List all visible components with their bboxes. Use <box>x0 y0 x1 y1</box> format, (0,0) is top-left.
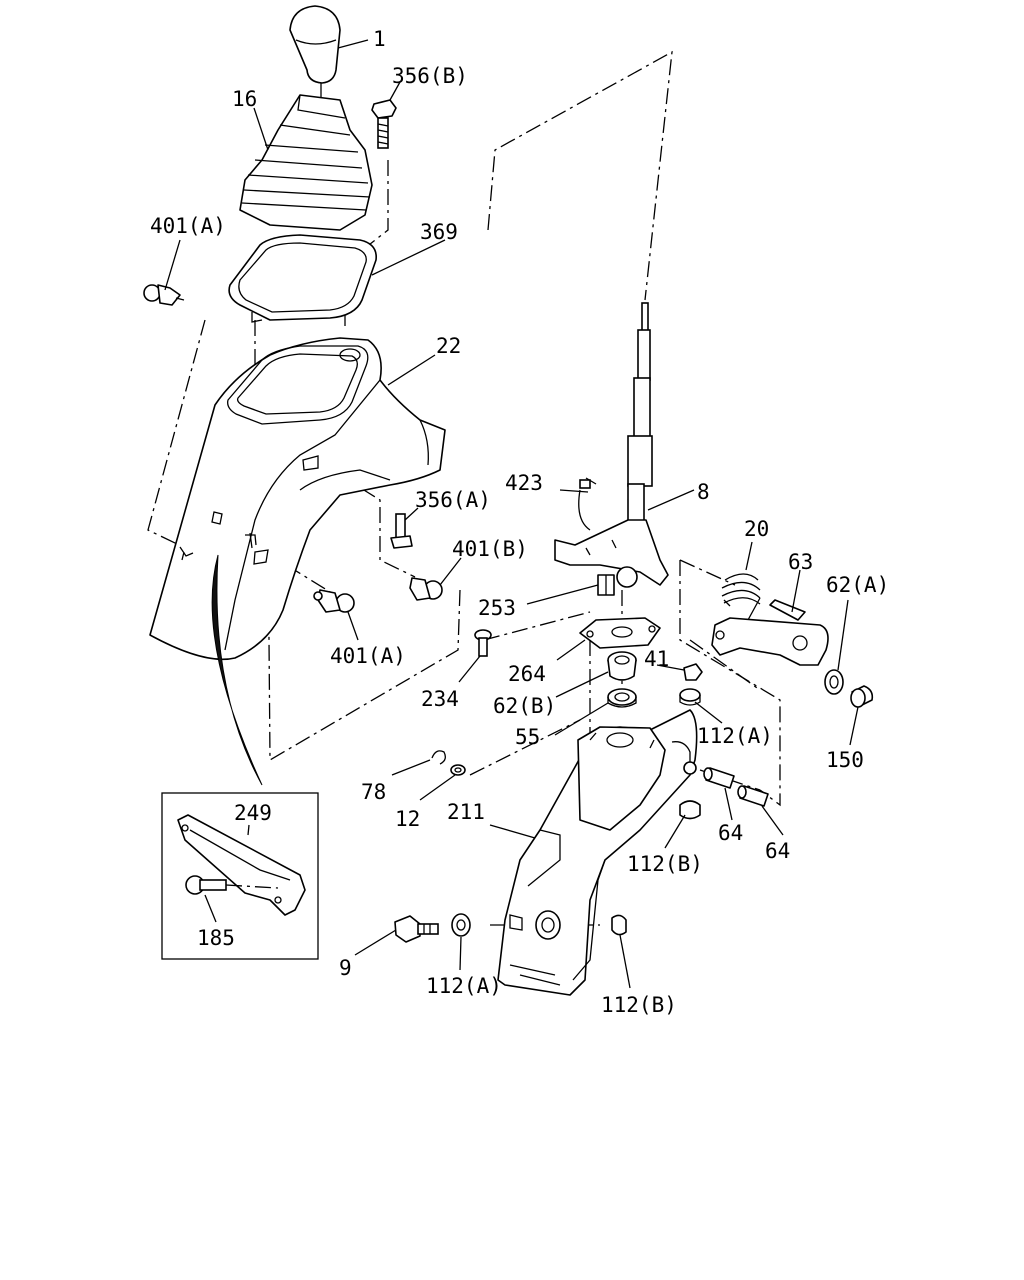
screw-234 <box>474 629 492 657</box>
washer-12 <box>450 764 466 776</box>
center-console <box>149 337 446 661</box>
label-401a-mid: 401(A) <box>330 644 406 668</box>
bolt-9 <box>394 915 439 943</box>
bolt-356b <box>371 99 397 149</box>
cap-150 <box>850 685 874 708</box>
label-64-a: 64 <box>718 821 743 845</box>
wire-harness <box>578 477 597 531</box>
leader-lines <box>164 39 859 989</box>
pin-64-b <box>737 785 769 807</box>
clip-401a-mid <box>313 589 355 613</box>
label-356b: 356(B) <box>392 64 468 88</box>
shift-knob <box>289 5 341 100</box>
label-369: 369 <box>420 220 458 244</box>
label-356a: 356(A) <box>415 488 491 512</box>
label-401a-top: 401(A) <box>150 214 226 238</box>
label-64-b: 64 <box>765 839 790 863</box>
ring-78 <box>431 750 446 765</box>
small-clips <box>179 511 257 561</box>
label-62b: 62(B) <box>493 694 556 718</box>
label-185: 185 <box>197 926 235 950</box>
bezel-frame <box>228 234 377 323</box>
label-423: 423 <box>505 471 543 495</box>
washer-62a <box>824 669 844 695</box>
part-labels: 1 356(B) 16 401(A) 369 22 423 8 356(A) 4… <box>150 27 889 1017</box>
bracket-211 <box>497 709 698 996</box>
label-62a: 62(A) <box>826 573 889 597</box>
label-401b: 401(B) <box>452 537 528 561</box>
detail-indicator <box>211 554 263 786</box>
plate-264 <box>579 617 661 649</box>
shift-lever <box>554 302 669 588</box>
label-78: 78 <box>361 780 386 804</box>
label-9: 9 <box>339 956 352 980</box>
label-20: 20 <box>744 517 769 541</box>
bushing-112b-bottom <box>611 914 627 936</box>
shift-boot <box>239 94 373 231</box>
label-112b-right: 112(B) <box>627 852 703 876</box>
clip-401b <box>409 577 443 601</box>
label-112a-right: 112(A) <box>697 724 773 748</box>
lever-63 <box>711 599 829 666</box>
label-112b-bottom: 112(B) <box>601 993 677 1017</box>
bushing-62b <box>607 651 637 681</box>
bushing-112a-bottom <box>451 913 471 937</box>
label-112a-bottom: 112(A) <box>426 974 502 998</box>
screw-356a <box>390 513 413 549</box>
label-22: 22 <box>436 334 461 358</box>
bushing-112b-right <box>679 800 701 820</box>
washer-55 <box>607 688 637 708</box>
label-1: 1 <box>373 27 386 51</box>
clip-253 <box>597 574 615 596</box>
label-12: 12 <box>395 807 420 831</box>
bushing-112a-right <box>679 688 701 706</box>
label-264: 264 <box>508 662 546 686</box>
label-211: 211 <box>447 800 485 824</box>
nut-41 <box>683 663 703 681</box>
label-234: 234 <box>421 687 459 711</box>
label-249: 249 <box>234 801 272 825</box>
detail-inset <box>161 792 319 960</box>
label-16: 16 <box>232 87 257 111</box>
pin-64-a <box>703 767 735 789</box>
clip-401a-top <box>143 284 185 306</box>
label-41: 41 <box>644 647 669 671</box>
label-253: 253 <box>478 596 516 620</box>
label-150: 150 <box>826 748 864 772</box>
label-63: 63 <box>788 550 813 574</box>
label-55: 55 <box>515 725 540 749</box>
label-8: 8 <box>697 480 710 504</box>
